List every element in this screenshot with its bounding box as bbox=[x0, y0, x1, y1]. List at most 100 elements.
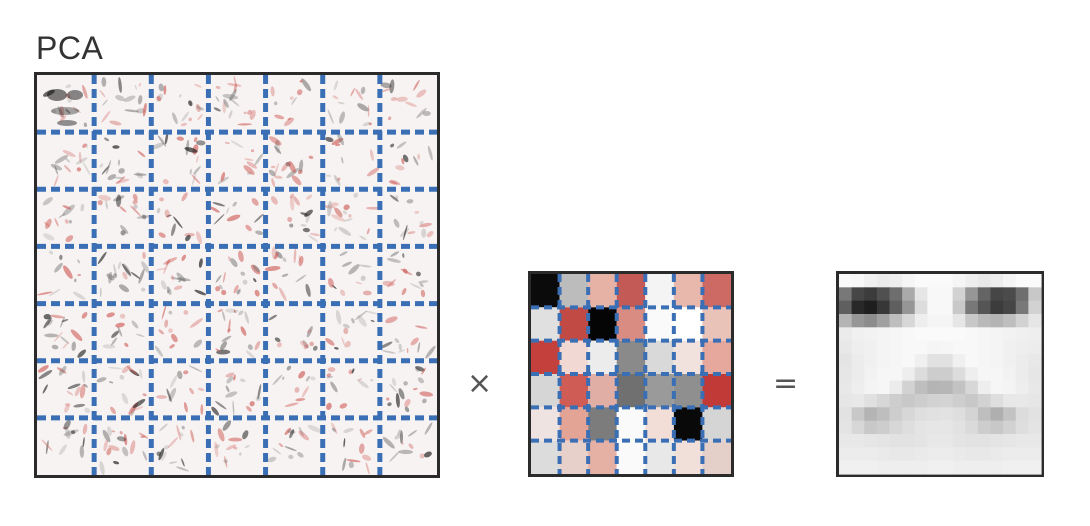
coefficient-cell bbox=[702, 374, 731, 408]
coefficient-cell bbox=[702, 340, 731, 374]
face-pixel bbox=[839, 354, 853, 368]
face-pixel bbox=[952, 354, 966, 368]
coefficient-cell bbox=[531, 307, 560, 341]
face-pixel bbox=[876, 274, 891, 288]
face-pixel bbox=[914, 407, 928, 422]
basis-image bbox=[331, 422, 373, 475]
face-pixel bbox=[977, 394, 992, 408]
face-pixel bbox=[1028, 380, 1042, 395]
face-pixel bbox=[889, 340, 903, 355]
basis-image bbox=[267, 424, 323, 463]
face-pixel bbox=[952, 380, 966, 395]
face-pixel bbox=[1003, 394, 1017, 408]
face-pixel bbox=[952, 327, 966, 342]
face-pixel bbox=[889, 407, 903, 422]
face-pixel bbox=[1003, 300, 1017, 315]
basis-image bbox=[43, 312, 88, 358]
coefficient-cell bbox=[702, 440, 731, 474]
face-pixel bbox=[952, 434, 966, 448]
coefficient-cell bbox=[673, 274, 703, 308]
face-pixel bbox=[876, 314, 891, 328]
face-pixel bbox=[927, 394, 941, 408]
face-pixel bbox=[902, 380, 916, 395]
face-pixel bbox=[1028, 420, 1042, 435]
coefficient-cell bbox=[559, 307, 589, 341]
face-pixel bbox=[839, 340, 853, 355]
coefficient-cell bbox=[531, 440, 560, 474]
face-pixel bbox=[851, 340, 865, 355]
basis-image bbox=[50, 143, 91, 188]
face-pixel bbox=[889, 314, 903, 328]
face-pixel bbox=[990, 300, 1004, 315]
face-pixel bbox=[940, 434, 954, 448]
face-pixel bbox=[927, 380, 941, 395]
face-pixel bbox=[977, 274, 992, 288]
face-pixel bbox=[990, 394, 1004, 408]
face-pixel bbox=[940, 420, 954, 435]
face-pixel bbox=[1003, 274, 1017, 288]
face-pixel bbox=[965, 380, 979, 395]
face-pixel bbox=[940, 340, 954, 355]
face-pixel bbox=[1003, 380, 1017, 395]
face-pixel bbox=[977, 327, 992, 342]
face-pixel bbox=[952, 394, 966, 408]
face-pixel bbox=[1015, 354, 1029, 368]
basis-image bbox=[382, 422, 433, 462]
basis-image bbox=[102, 312, 145, 349]
coefficient-cell bbox=[588, 274, 617, 308]
face-pixel bbox=[927, 447, 941, 462]
face-pixel bbox=[1028, 327, 1042, 342]
face-pixel bbox=[965, 354, 979, 368]
face-pixel bbox=[940, 300, 954, 315]
face-pixel bbox=[952, 340, 966, 355]
face-pixel bbox=[1015, 340, 1029, 355]
coefficient-cell bbox=[531, 274, 560, 308]
coefficient-cell bbox=[645, 374, 674, 408]
face-pixel bbox=[1003, 460, 1017, 475]
face-pixel bbox=[952, 287, 966, 302]
face-pixel bbox=[851, 394, 865, 408]
basis-image bbox=[213, 75, 256, 126]
face-pixel bbox=[864, 380, 878, 395]
face-pixel bbox=[965, 434, 979, 448]
face-pixel bbox=[977, 314, 992, 328]
basis-image bbox=[326, 367, 374, 411]
face-pixel bbox=[990, 327, 1004, 342]
coefficient-cell bbox=[588, 407, 617, 441]
basis-image bbox=[327, 80, 372, 127]
face-pixel bbox=[965, 300, 979, 315]
face-pixel bbox=[851, 327, 865, 342]
face-pixel bbox=[977, 354, 992, 368]
face-pixel bbox=[965, 460, 979, 475]
face-pixel bbox=[876, 340, 891, 355]
face-pixel bbox=[1003, 367, 1017, 382]
face-pixel bbox=[927, 274, 941, 288]
basis-image bbox=[154, 304, 203, 357]
face-pixel bbox=[914, 354, 928, 368]
face-pixel bbox=[914, 394, 928, 408]
face-pixel bbox=[1003, 354, 1017, 368]
face-pixel bbox=[851, 447, 865, 462]
face-pixel bbox=[1028, 447, 1042, 462]
basis-image bbox=[215, 308, 261, 359]
face-pixel bbox=[889, 327, 903, 342]
face-pixel bbox=[965, 314, 979, 328]
basis-image bbox=[386, 365, 433, 413]
face-pixel bbox=[864, 420, 878, 435]
face-pixel bbox=[927, 420, 941, 435]
basis-image bbox=[272, 365, 316, 407]
face-pixel bbox=[839, 447, 853, 462]
face-pixel bbox=[902, 367, 916, 382]
face-pixel bbox=[977, 420, 992, 435]
face-pixel bbox=[889, 354, 903, 368]
coefficient-cell bbox=[588, 340, 617, 374]
face-pixel bbox=[889, 287, 903, 302]
face-pixel bbox=[1028, 340, 1042, 355]
coefficient-cell bbox=[531, 374, 560, 408]
face-pixel bbox=[940, 407, 954, 422]
face-pixel bbox=[940, 327, 954, 342]
coefficient-cell bbox=[559, 440, 589, 474]
coefficient-cell bbox=[588, 374, 617, 408]
face-pixel bbox=[940, 287, 954, 302]
face-pixel bbox=[864, 287, 878, 302]
